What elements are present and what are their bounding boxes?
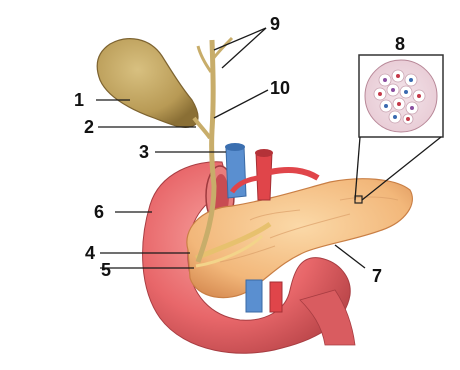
label-2: 2 — [84, 117, 94, 137]
label-5: 5 — [101, 260, 111, 280]
label-7: 7 — [372, 266, 382, 286]
label-6: 6 — [94, 202, 104, 222]
label-4: 4 — [85, 243, 95, 263]
label-3: 3 — [139, 142, 149, 162]
label-10: 10 — [270, 78, 290, 98]
label-9: 9 — [270, 14, 280, 34]
label-8: 8 — [395, 34, 405, 54]
gallbladder — [97, 39, 198, 128]
label-1: 1 — [74, 90, 84, 110]
